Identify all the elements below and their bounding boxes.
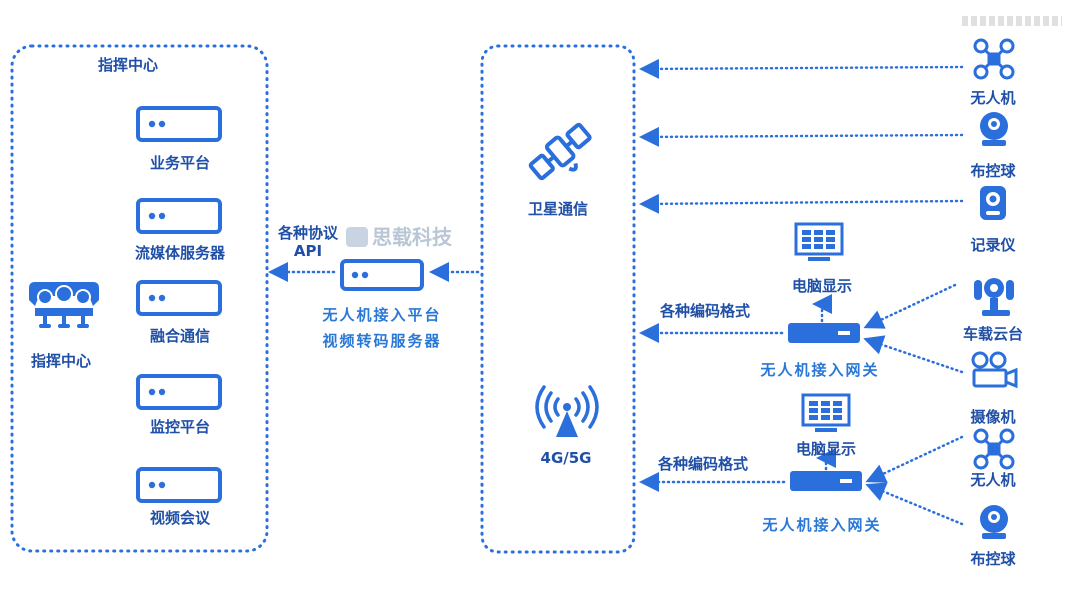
device-label-camera: 摄像机 xyxy=(970,408,1016,426)
device-label-recorder: 记录仪 xyxy=(970,236,1016,254)
server-icon xyxy=(136,374,222,410)
ptz-camera-icon xyxy=(980,505,1008,539)
encoding-label-1: 各种编码格式 xyxy=(659,302,751,320)
monitor-label-2: 电脑显示 xyxy=(795,440,857,458)
video-camera-icon xyxy=(971,351,1018,389)
encoding-label-2: 各种编码格式 xyxy=(657,455,749,473)
drone-platform-label: 无人机接入平台 xyxy=(322,306,442,324)
antenna-icon xyxy=(535,385,599,437)
ptz-camera-icon xyxy=(980,112,1008,146)
device-label-vehicle-gimbal: 车载云台 xyxy=(962,325,1024,343)
device-label-drone: 无人机 xyxy=(970,89,1016,107)
server-icon xyxy=(340,259,424,291)
command-center-icon-label: 指挥中心 xyxy=(30,352,92,370)
watermark: 思载科技 xyxy=(346,221,452,250)
monitor-icon xyxy=(794,222,844,261)
server-label-business: 业务平台 xyxy=(149,154,211,172)
satellite-icon xyxy=(528,122,592,181)
drone-icon xyxy=(973,428,1015,470)
monitor-icon xyxy=(801,393,851,432)
satellite-label: 卫星通信 xyxy=(527,200,589,218)
gateway-icon xyxy=(790,471,862,491)
server-label-streaming: 流媒体服务器 xyxy=(134,244,226,262)
server-icon xyxy=(136,467,222,503)
device-label-ptz-2: 布控球 xyxy=(970,550,1016,568)
device-label-ptz: 布控球 xyxy=(970,162,1016,180)
network-box xyxy=(480,44,636,554)
cellular-label: 4G/5G xyxy=(540,449,592,467)
recorder-icon xyxy=(980,186,1006,220)
vehicle-gimbal-icon xyxy=(974,278,1014,316)
drone-icon xyxy=(973,38,1015,80)
connectors xyxy=(268,58,964,526)
server-icon xyxy=(136,198,222,234)
server-icon xyxy=(136,106,222,142)
monitor-label-1: 电脑显示 xyxy=(791,277,853,295)
server-label-video-conference: 视频会议 xyxy=(149,509,211,527)
watermark-text: 思载科技 xyxy=(372,225,452,249)
command-center-box xyxy=(10,44,269,553)
corner-watermark xyxy=(962,16,1062,26)
api-label: API xyxy=(293,242,323,260)
command-center-icon xyxy=(29,282,99,328)
gateway-label-2: 无人机接入网关 xyxy=(762,516,882,534)
server-icon xyxy=(136,280,222,316)
gateway-label-1: 无人机接入网关 xyxy=(760,361,880,379)
gateway-icon xyxy=(788,323,860,343)
device-label-drone-2: 无人机 xyxy=(970,471,1016,489)
transcoding-server-label: 视频转码服务器 xyxy=(322,332,442,350)
watermark-logo-icon xyxy=(346,227,368,247)
protocol-label: 各种协议 xyxy=(277,224,339,242)
server-label-monitoring: 监控平台 xyxy=(149,418,211,436)
command-center-title: 指挥中心 xyxy=(97,56,159,74)
server-label-fusion: 融合通信 xyxy=(149,327,211,345)
